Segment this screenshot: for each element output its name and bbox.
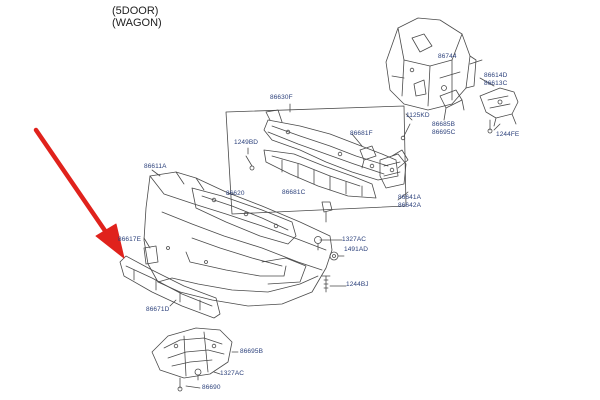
rear-bracket <box>439 89 465 121</box>
bumper-upper-bracket <box>191 187 297 245</box>
bolt-1327ac-lower <box>194 368 202 381</box>
screw-1244bj <box>321 275 331 293</box>
label-86630f: 86630F <box>270 94 293 101</box>
bumper-lower-garnish <box>119 255 221 319</box>
label-86620: 86620 <box>226 190 245 197</box>
pointer-arrow <box>33 127 125 259</box>
label-1491ad: 1491AD <box>344 246 369 253</box>
beam-assembly-box <box>225 105 407 215</box>
label-1249bd: 1249BD <box>234 139 259 146</box>
body-style-label: (WAGON) <box>112 17 162 29</box>
label-86641a: 86641A <box>398 194 422 201</box>
label-1125kd: 1125KD <box>406 112 430 119</box>
label-86613c: 86613C <box>484 80 508 87</box>
screw-1244fe <box>487 119 493 134</box>
label-1244bj: 1244BJ <box>346 281 369 288</box>
label-1327ac-bottom: 1327AC <box>220 370 245 377</box>
label-86681f: 86681F <box>350 130 373 137</box>
label-86695c: 86695C <box>432 129 456 136</box>
bumper-beam <box>263 109 409 181</box>
bolt-86690 <box>177 377 183 392</box>
bumper-nut <box>321 201 333 223</box>
body-type-label: (5DOOR) <box>112 5 159 17</box>
label-86685b: 86685B <box>432 121 456 128</box>
under-cover-bracket <box>151 327 233 379</box>
label-86617e: 86617E <box>118 236 142 243</box>
label-86611a: 86611A <box>144 163 167 170</box>
label-1327ac-top: 1327AC <box>342 236 367 243</box>
label-86744: 86744 <box>438 53 457 60</box>
energy-absorber <box>263 149 377 199</box>
nut-1491ad <box>329 251 339 261</box>
label-86671d: 86671D <box>146 306 170 313</box>
bumper-bracket-right <box>379 153 407 189</box>
label-86695b: 86695B <box>240 348 264 355</box>
side-bracket-part <box>479 87 519 127</box>
label-86614d: 86614D <box>484 72 508 79</box>
rear-bumper-cover <box>143 171 333 307</box>
label-1244fe: 1244FE <box>496 131 520 138</box>
label-86681c: 86681C <box>282 189 306 196</box>
label-86690: 86690 <box>202 384 221 391</box>
bolt-1125kd <box>400 123 411 141</box>
label-86642a: 86642A <box>398 202 422 209</box>
reflector-left <box>143 245 159 265</box>
bolt-1249bd <box>245 155 255 171</box>
body-side-panel <box>385 17 477 111</box>
bumper-stay-clip <box>359 145 377 169</box>
